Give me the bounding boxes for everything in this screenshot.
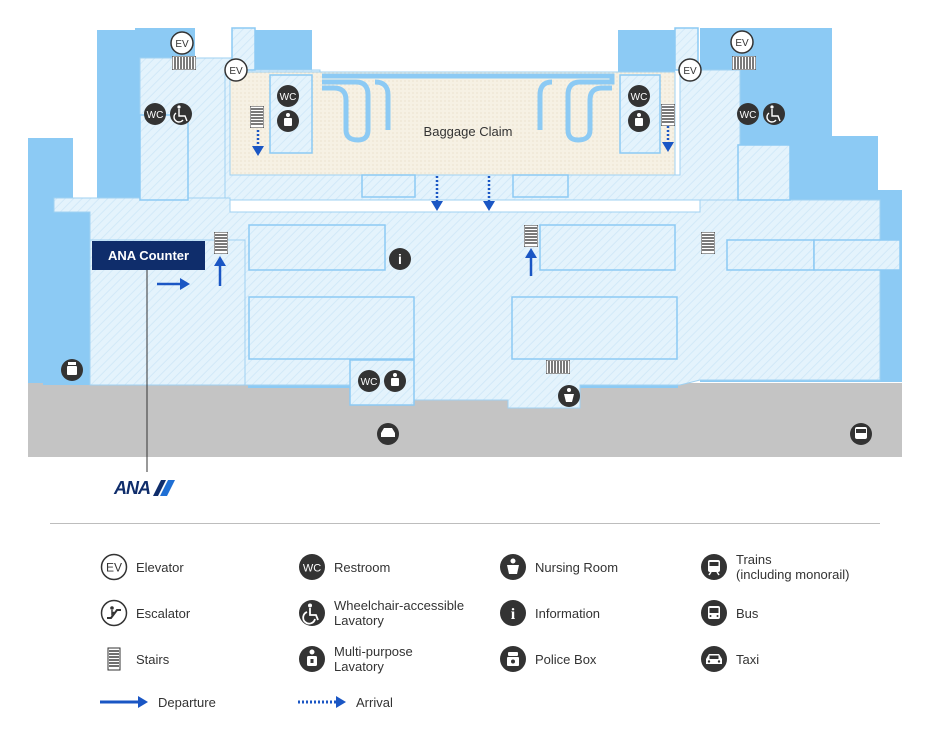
legend-label: Departure [158,694,216,710]
legend-item-stairs: Stairs [100,643,169,675]
stairs-icon [661,104,675,126]
legend-item-bus: Bus [700,597,758,629]
departure-arrows [157,248,537,290]
stairs-icon [107,647,121,671]
legend-label: Multi-purpose [334,644,413,659]
stairs-icon [701,232,715,254]
wheelchair-icon [763,103,785,125]
multipurpose-lavatory-icon [299,646,325,672]
legend-label-line2: Lavatory [334,659,384,674]
taxi-icon [377,423,399,445]
svg-text:i: i [511,606,516,623]
svg-text:EV: EV [735,38,749,49]
legend-item-nursing-room: Nursing Room [499,551,618,583]
arrival-arrows [252,126,674,211]
legend-divider [50,523,880,524]
departure-arrow-icon [100,696,148,708]
baggage-claim-label: Baggage Claim [424,124,513,139]
stairs-icon [250,106,264,128]
svg-text:EV: EV [175,39,189,50]
elevator-icon: EV [100,553,128,581]
legend-label: Elevator [136,559,184,575]
legend-label: Wheelchair-accessible [334,598,465,613]
multipurpose-icon [277,110,299,132]
bus-icon [701,600,727,626]
stairs-icon [524,225,538,247]
restroom-icon: WC [277,85,299,107]
arrival-arrow-icon [298,696,346,708]
legend-item-departure: Departure [100,686,216,718]
stairs-icon [546,360,570,374]
legend-item-escalator: Escalator [100,597,190,629]
multipurpose-icon [384,370,406,392]
legend-label-line2: (including monorail) [736,567,850,582]
information-icon[interactable]: i [389,248,411,270]
elevator-icon[interactable]: EV [678,58,702,82]
legend-item-trains: Trains (including monorail) [700,551,849,583]
legend-item-elevator: EV Elevator [100,551,184,583]
taxi-icon [701,646,727,672]
nursing-room-icon [500,554,526,580]
restroom-icon: WC [628,85,650,107]
police-box-icon [61,359,83,381]
legend-item-restroom: WC Restroom [298,551,390,583]
legend-label: Escalator [136,605,191,621]
legend-label: Taxi [736,651,760,667]
legend-item-taxi: Taxi [700,643,759,675]
svg-text:i: i [398,251,402,267]
police-box-icon [500,646,526,672]
bus-icon [850,423,872,445]
svg-text:EV: EV [229,66,243,77]
svg-text:WC: WC [631,92,648,103]
wheelchair-icons [170,103,785,125]
legend-label: Nursing Room [535,559,619,575]
svg-text:WC: WC [361,377,378,388]
restroom-icon: WC [299,554,325,580]
restroom-icons: WC WC WC WC WC [144,85,759,392]
ana-logo-text: ANA [114,478,150,498]
stairs-icon [214,232,228,254]
svg-text:WC: WC [280,92,297,103]
ana-logo: ANA [114,478,176,499]
ana-logo-stripes-icon [153,480,176,496]
svg-text:WC: WC [740,110,757,121]
escalator-icon [100,599,128,627]
legend-label: Trains [736,552,772,567]
train-icon [701,554,727,580]
stairs-icon [172,56,196,70]
wheelchair-icon [170,103,192,125]
legend-label: Information [535,605,601,621]
legend-label: Police Box [535,651,597,667]
legend-label: Restroom [334,559,391,575]
svg-text:WC: WC [303,563,321,575]
restroom-icon: WC [358,370,380,392]
elevator-icons: EV EV EV EV [170,30,754,82]
multipurpose-icon [628,110,650,132]
legend-item-police-box: Police Box [499,643,596,675]
legend-item-information: i Information [499,597,600,629]
restroom-icon: WC [737,103,759,125]
legend-label: Stairs [136,651,170,667]
terminal-map: Baggage Claim EV EV EV [28,27,902,472]
wheelchair-icon [299,600,325,626]
restroom-icon: WC [144,103,166,125]
legend-label-line2: Lavatory [334,613,384,628]
multipurpose-icons [277,110,650,392]
elevator-icon[interactable]: EV [170,31,194,55]
legend-item-arrival: Arrival [298,686,393,718]
legend-label: Bus [736,605,759,621]
svg-text:EV: EV [106,561,122,575]
information-icon: i [500,600,526,626]
svg-text:WC: WC [147,110,164,121]
svg-text:EV: EV [683,66,697,77]
ana-counter-label[interactable]: ANA Counter [92,241,205,270]
legend-label: Arrival [356,694,393,710]
elevator-icon[interactable]: EV [730,30,754,54]
nursing-room-icon [558,385,580,407]
stairs-icon [732,56,756,70]
elevator-icon[interactable]: EV [224,58,248,82]
